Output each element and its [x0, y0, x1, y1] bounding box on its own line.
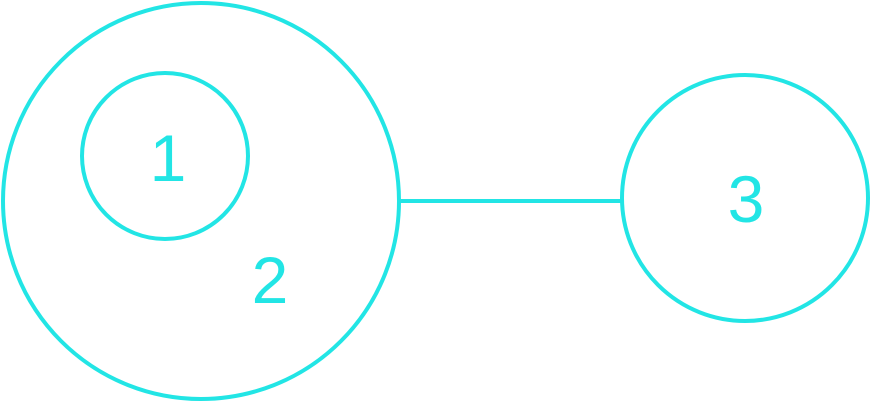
- node-1-circle: [80, 71, 250, 241]
- node-1-label: 1: [150, 121, 187, 195]
- node-3-circle: [620, 73, 870, 323]
- node-2-label: 2: [252, 243, 289, 317]
- node-3-label: 3: [728, 162, 765, 236]
